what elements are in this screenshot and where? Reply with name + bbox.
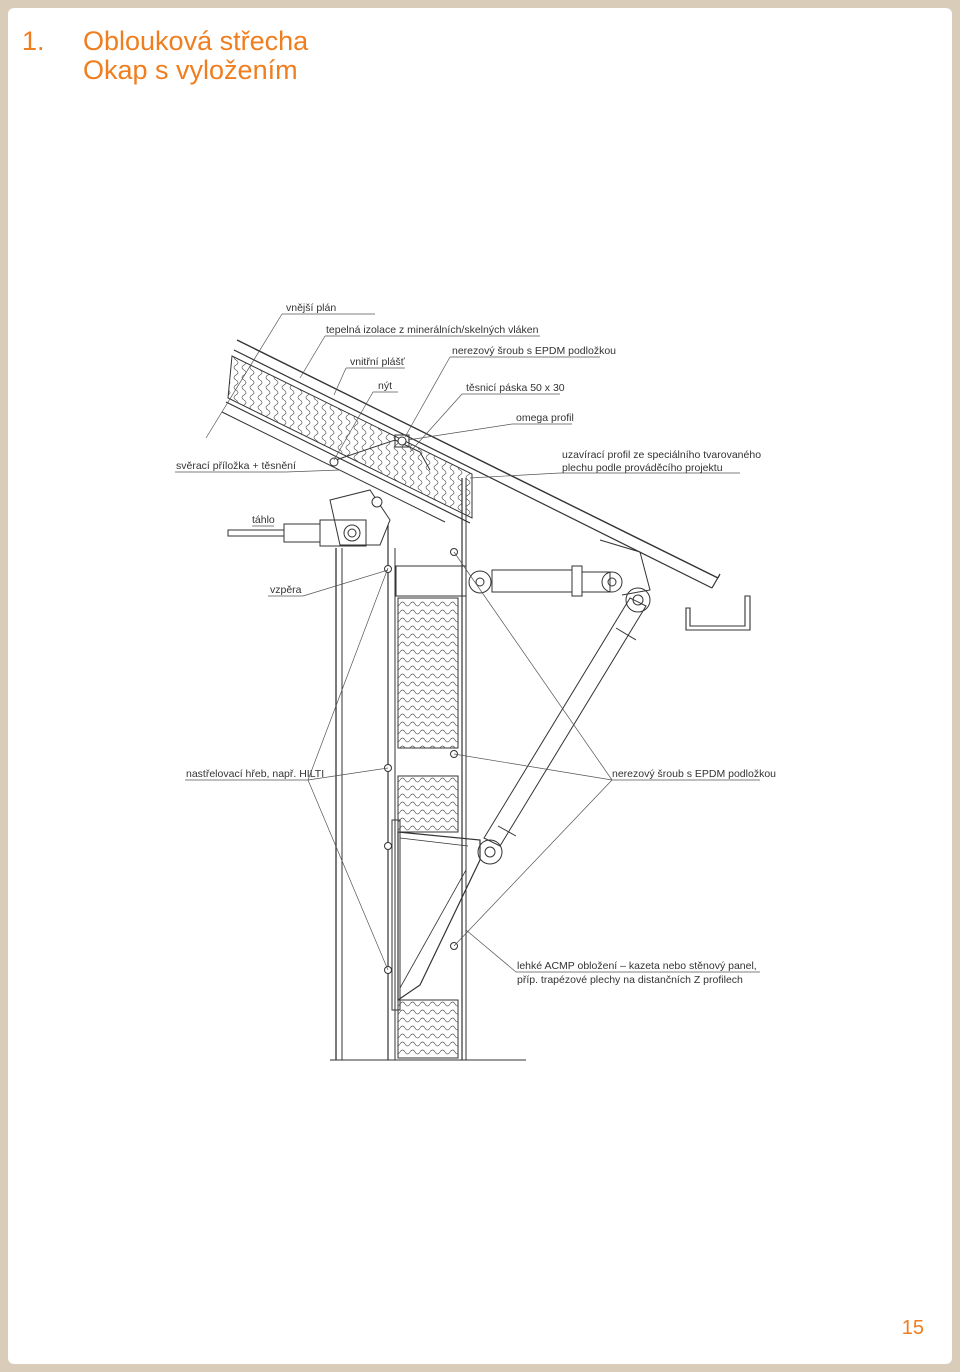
strut-rod [581,571,611,593]
label-nastrelovaci-hreb: nastřelovací hřeb, např. HILTI [186,768,324,780]
bottom-bracket [397,831,481,1002]
tie-rod-clevis [283,523,321,543]
label-vzpera: vzpěra [270,584,302,596]
diagonal-strut-body [483,597,647,847]
label-nyt: nýt [378,380,392,392]
horizontal-strut [395,539,651,597]
diagonal-collar-bottom [497,825,517,837]
gutter [685,595,751,631]
label-lehke-acmp-1: lehké ACMP obložení – kazeta nebo stěnov… [517,960,757,972]
omega-profile [394,434,410,448]
outer-sheet-line-bottom [233,349,713,589]
nail [384,565,392,573]
gutter-profile [685,595,751,631]
roof-buildup [221,339,721,589]
page-title: Oblouková střecha [83,26,309,56]
label-tepelna-izolace: tepelná izolace z minerálních/skelných v… [326,324,539,336]
diagonal-strut-eye-top [625,587,651,613]
bolt [371,496,383,508]
tie-rod-bracket [329,489,391,546]
tie-rod [227,489,391,547]
eave-bracket [599,539,651,596]
nail [384,842,392,850]
strut-eye-right [601,571,623,593]
bracket-inner [399,837,469,847]
roof-edge [711,573,721,589]
wall-insulation-lower [397,999,459,1059]
label-nerezovy-sroub-right: nerezový šroub s EPDM podložkou [612,768,776,780]
diagonal-strut-eye-bottom [477,839,503,865]
strut-collar [571,565,583,597]
wall-insulation-upper [397,597,459,749]
label-sveraci-prilozka: svěrací příložka + těsnění [176,460,296,472]
rivet [329,457,339,467]
tie-rod-lug [319,519,367,547]
label-vnitrni-plast: vnitřní plášť [350,356,406,368]
inner-sheet-line [225,401,471,524]
strut-base-plate [395,565,467,597]
diagonal-collar-top [615,627,637,641]
diagonal-strut [477,587,651,865]
label-tesnici-paska: těsnicí páska 50 x 30 [466,382,565,394]
leader-lines [175,313,760,973]
page-sheet [8,8,952,1364]
inner-sheet-line-2 [221,411,446,523]
strut-tube [491,569,573,593]
section-number: 1. [22,26,45,56]
label-uzaviraci-profil-2: plechu podle prováděcího projektu [562,462,723,474]
seal-tape [329,439,431,471]
label-tahlo: táhlo [252,514,275,526]
tie-rod-pin-outer [343,524,361,542]
page-number: 15 [901,1317,924,1339]
label-uzaviraci-profil-1: uzavírací profil ze speciálního tvarovan… [562,449,761,461]
label-lehke-acmp-2: příp. trapézové plechy na distančních Z … [517,974,743,986]
page-subtitle: Okap s vyložením [83,55,298,85]
screw [397,436,407,446]
outer-sheet-line-top [236,339,719,579]
wall-buildup [330,478,526,1061]
labels: vnější plán tepelná izolace z minerálníc… [176,302,776,986]
label-nerezovy-sroub-top: nerezový šroub s EPDM podložkou [452,345,616,357]
roof-insulation [227,355,473,519]
bracket-diagonal [399,869,467,989]
tie-rod-pin-inner [347,528,357,538]
rail [391,819,401,1011]
strut-eye-left [468,570,492,594]
wall-insulation-middle [397,775,459,833]
label-omega-profil: omega profil [516,412,574,424]
tie-rod-bar [227,529,285,537]
label-vnejsi-plan: vnější plán [286,302,336,314]
